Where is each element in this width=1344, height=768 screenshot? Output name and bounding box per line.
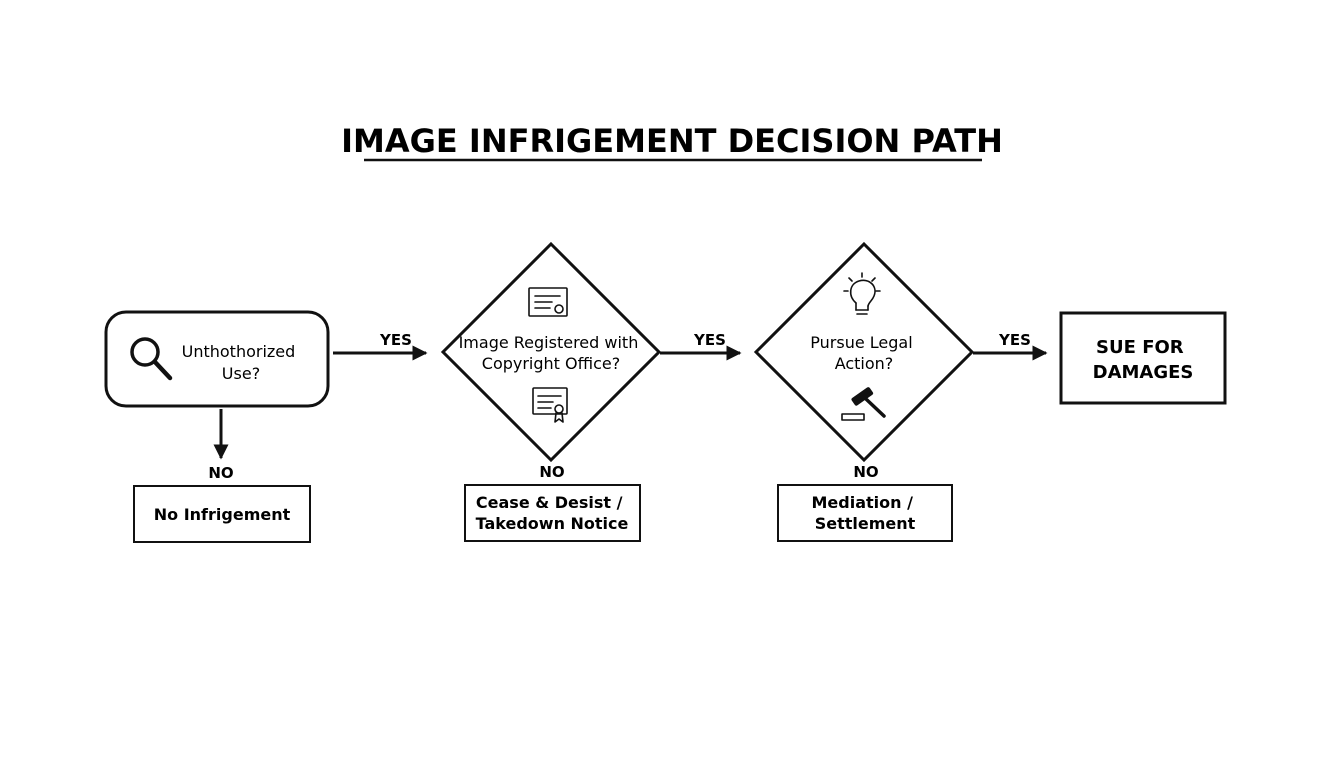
node-label-line: Action? bbox=[835, 354, 894, 373]
node-label-line: No Infrigement bbox=[154, 505, 291, 524]
certificate-icon bbox=[532, 387, 568, 423]
page-title: IMAGE INFRIGEMENT DECISION PATH bbox=[341, 122, 1003, 160]
node-label-line: SUE FOR bbox=[1096, 337, 1184, 358]
edge-label-no-1: NO bbox=[208, 464, 233, 482]
edge-label-yes-3: YES bbox=[998, 331, 1031, 349]
magnifier-icon bbox=[130, 337, 173, 381]
node-label-line: Settlement bbox=[815, 514, 916, 533]
node-label-line: Image Registered with bbox=[459, 333, 639, 352]
node-label-line: DAMAGES bbox=[1093, 362, 1194, 383]
node-label-line: Use? bbox=[222, 364, 260, 383]
node-no-infringement: No Infrigement bbox=[133, 485, 311, 543]
node-mediation-settlement: Mediation / Settlement bbox=[777, 484, 953, 542]
svg-text:Cease & Desist / Takedow: Cease & Desist / Takedown Notice bbox=[476, 493, 629, 533]
svg-text:Mediation / Settlement: Mediation / Settlement bbox=[811, 493, 918, 533]
svg-text:Pursue Legal Action?: Pursue Legal Action? bbox=[810, 333, 917, 373]
node-label-line: Mediation / bbox=[811, 493, 913, 512]
node-label-line: Copyright Office? bbox=[482, 354, 620, 373]
svg-text:No Infrigement: No Infrigement bbox=[154, 505, 291, 524]
node-pursue-legal-action: Pursue Legal Action? bbox=[753, 241, 975, 463]
node-cease-desist: Cease & Desist / Takedown Notice bbox=[464, 484, 641, 542]
node-label-line: Takedown Notice bbox=[476, 514, 629, 533]
certificate-icon bbox=[528, 287, 568, 317]
gavel-icon bbox=[841, 387, 886, 421]
svg-text:SUE FOR DAMAGES: SUE FOR DAMAGES bbox=[1093, 337, 1194, 383]
node-image-registered: Image Registered with Copyright Office? bbox=[440, 241, 662, 463]
svg-text:Unthothorized Use?: Unthothorized Use? bbox=[182, 342, 301, 383]
node-label-line: Pursue Legal bbox=[810, 333, 912, 352]
node-unauthorized-use: Unthothorized Use? bbox=[104, 310, 330, 408]
edge-label-no-2: NO bbox=[539, 463, 564, 481]
node-sue-for-damages: SUE FOR DAMAGES bbox=[1059, 311, 1227, 405]
node-label-line: Unthothorized bbox=[182, 342, 296, 361]
edge-label-yes-2: YES bbox=[693, 331, 726, 349]
svg-text:Image Registered with Co: Image Registered with Copyright Office? bbox=[459, 333, 644, 373]
edge-label-no-3: NO bbox=[853, 463, 878, 481]
node-label-line: Cease & Desist / bbox=[476, 493, 623, 512]
lightbulb-icon bbox=[843, 272, 881, 315]
edge-label-yes-1: YES bbox=[379, 331, 412, 349]
